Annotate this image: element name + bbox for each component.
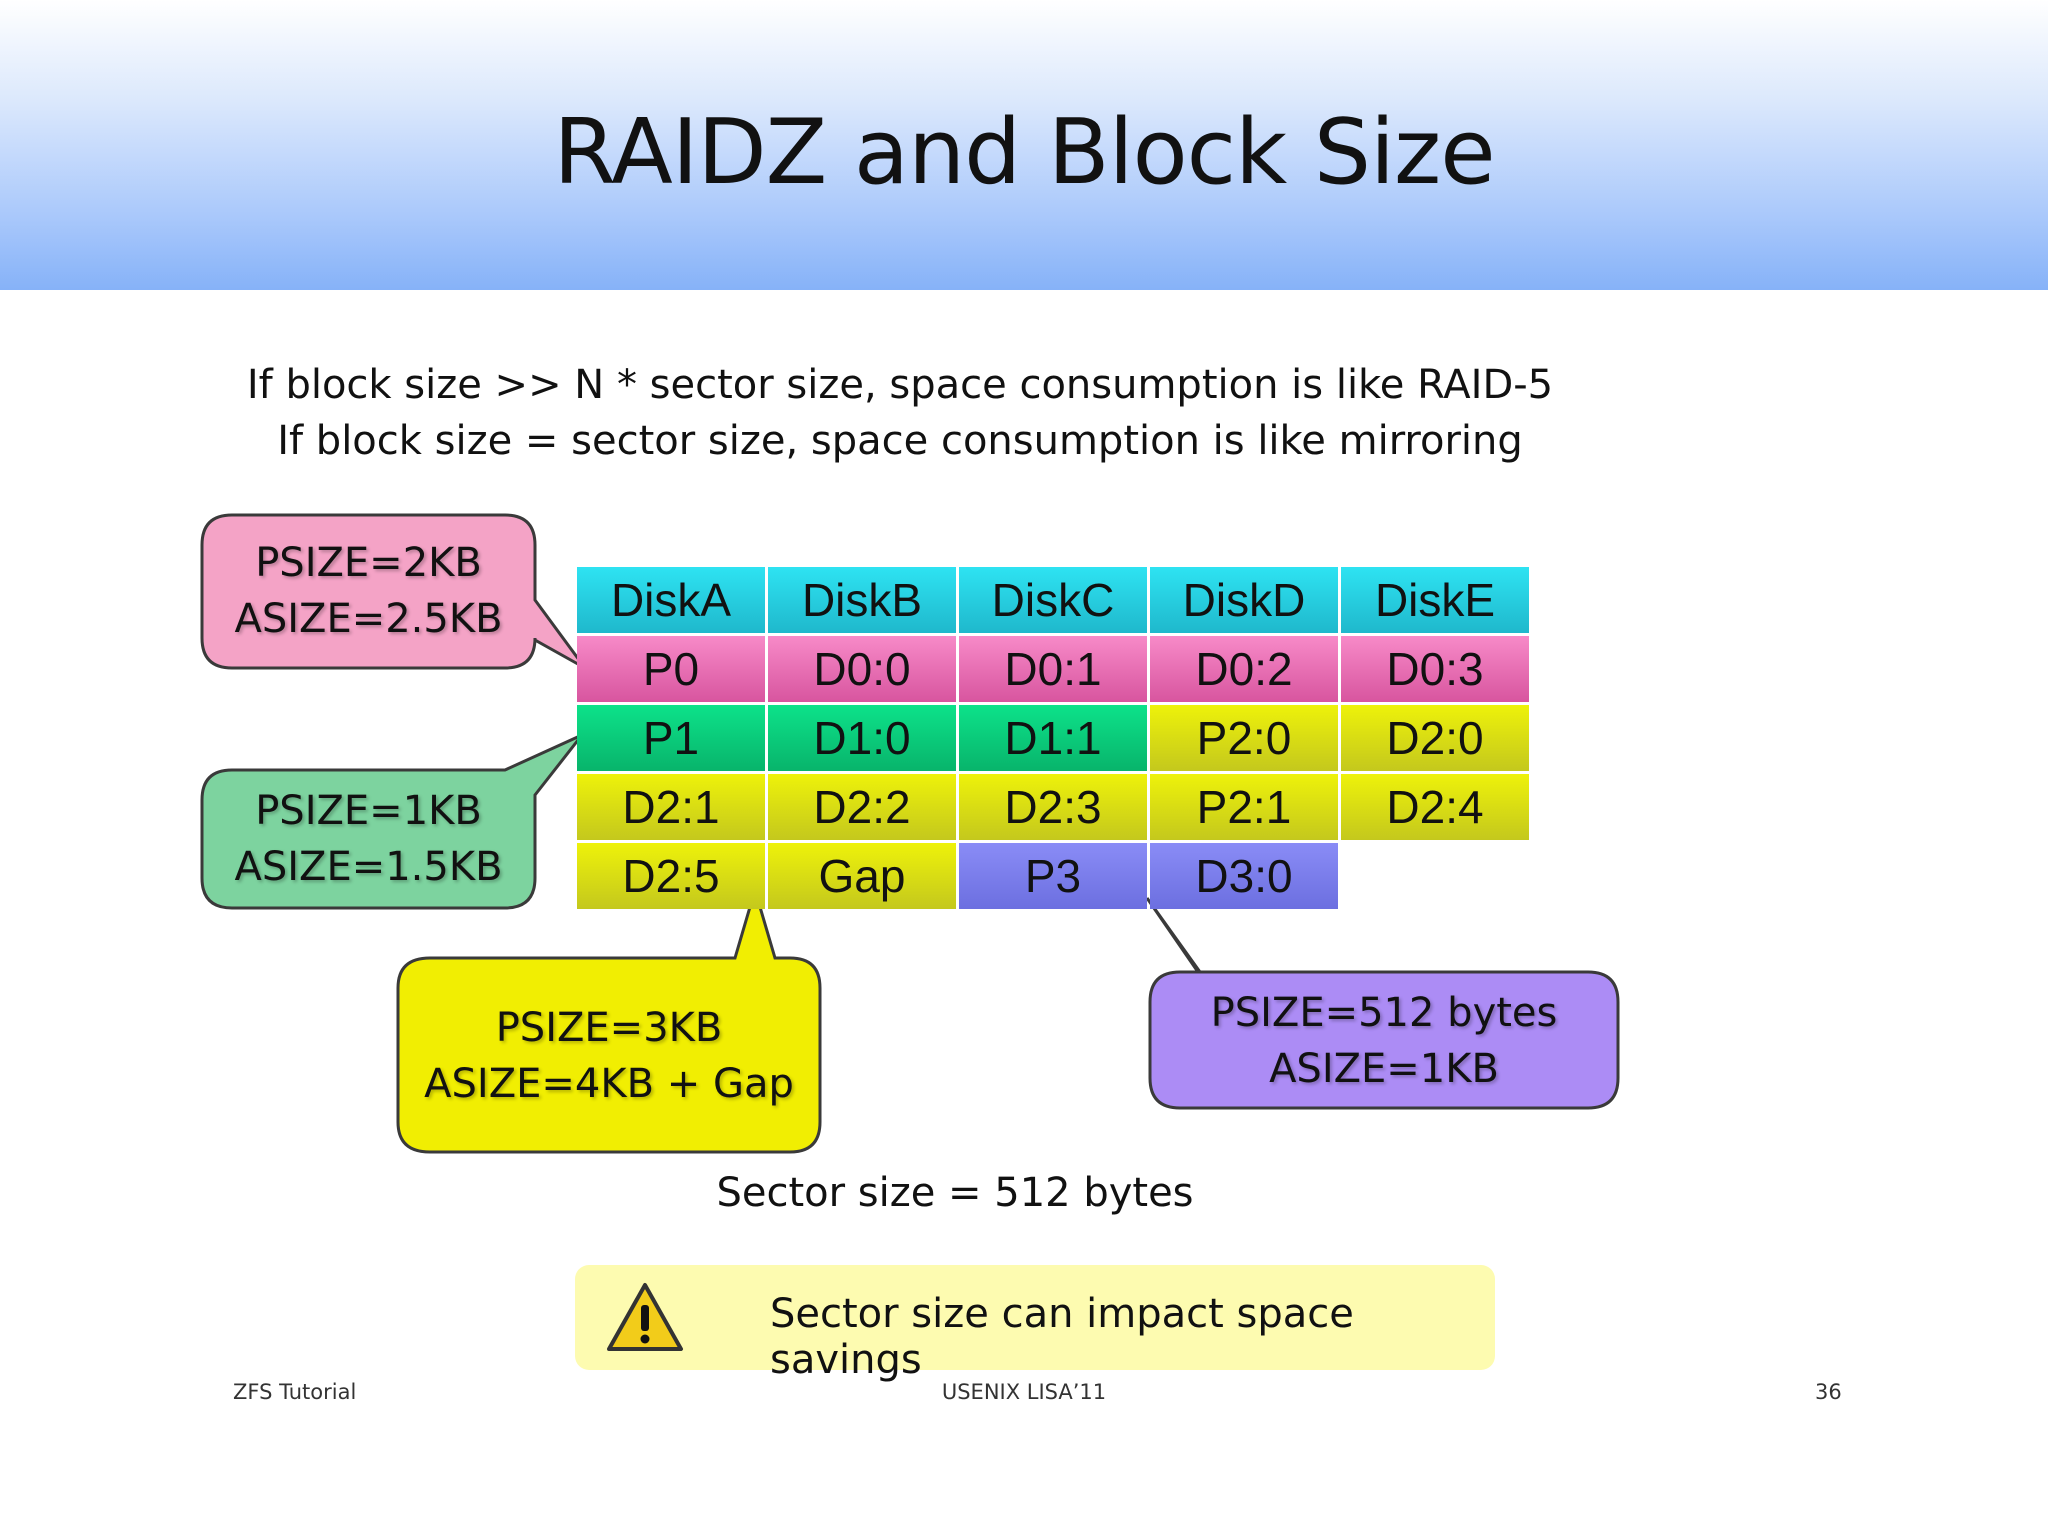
sector-cell: D0:2 <box>1150 636 1338 702</box>
sector-cell: P2:1 <box>1150 774 1338 840</box>
sector-cell: P3 <box>959 843 1147 909</box>
empty-cell <box>1341 843 1529 909</box>
sector-cell: P0 <box>577 636 765 702</box>
callout-pink-psize: PSIZE=2KB <box>255 540 482 586</box>
raidz-disk-grid: DiskA DiskB DiskC DiskD DiskE P0 D0:0 D0… <box>577 567 1529 909</box>
sector-cell: D2:4 <box>1341 774 1529 840</box>
sector-cell: D0:0 <box>768 636 956 702</box>
footer-left: ZFS Tutorial <box>233 1380 357 1404</box>
sector-cell: D2:1 <box>577 774 765 840</box>
sector-cell: P2:0 <box>1150 705 1338 771</box>
title-banner <box>0 0 2048 290</box>
slide-title: RAIDZ and Block Size <box>553 100 1495 205</box>
disk-header-e: DiskE <box>1341 567 1529 633</box>
rule-line-mirroring: If block size = sector size, space consu… <box>277 418 1523 464</box>
sector-size-note: Sector size = 512 bytes <box>716 1170 1194 1216</box>
callout-pink: PSIZE=2KB ASIZE=2.5KB <box>202 535 535 647</box>
callout-purple-psize: PSIZE=512 bytes <box>1210 990 1558 1036</box>
callout-purple: PSIZE=512 bytes ASIZE=1KB <box>1150 985 1618 1097</box>
sector-cell: D3:0 <box>1150 843 1338 909</box>
sector-cell: D0:3 <box>1341 636 1529 702</box>
gap-cell: Gap <box>768 843 956 909</box>
callout-yellow-shape <box>396 884 822 1154</box>
warning-box: Sector size can impact space savings <box>575 1265 1495 1383</box>
callout-purple-asize: ASIZE=1KB <box>1269 1046 1499 1092</box>
sector-cell: D2:3 <box>959 774 1147 840</box>
callout-green-shape <box>200 733 584 910</box>
callout-green-psize: PSIZE=1KB <box>255 788 482 834</box>
callout-yellow-psize: PSIZE=3KB <box>495 1005 723 1051</box>
rule-line-raid5: If block size >> N * sector size, space … <box>246 362 1554 408</box>
callout-purple-shape <box>1145 897 1620 1110</box>
footer-center: USENIX LISA’11 <box>941 1380 1107 1404</box>
sector-cell: D1:0 <box>768 705 956 771</box>
disk-header-a: DiskA <box>577 567 765 633</box>
sector-cell: D0:1 <box>959 636 1147 702</box>
callout-green-asize: ASIZE=1.5KB <box>234 844 503 890</box>
callout-yellow-asize: ASIZE=4KB + Gap <box>424 1061 794 1107</box>
warning-icon <box>607 1283 683 1351</box>
disk-header-d: DiskD <box>1150 567 1338 633</box>
sector-cell: D2:2 <box>768 774 956 840</box>
sector-cell: D2:5 <box>577 843 765 909</box>
disk-header-c: DiskC <box>959 567 1147 633</box>
sector-cell: D2:0 <box>1341 705 1529 771</box>
sector-cell: D1:1 <box>959 705 1147 771</box>
sector-cell: P1 <box>577 705 765 771</box>
footer-page-number: 36 <box>1815 1380 1842 1404</box>
disk-header-b: DiskB <box>768 567 956 633</box>
warning-text: Sector size can impact space savings <box>770 1291 1354 1383</box>
callout-pink-asize: ASIZE=2.5KB <box>234 596 503 642</box>
callout-pink-shape <box>200 513 587 670</box>
callout-yellow: PSIZE=3KB ASIZE=4KB + Gap <box>398 1000 820 1112</box>
callout-green: PSIZE=1KB ASIZE=1.5KB <box>202 783 535 895</box>
